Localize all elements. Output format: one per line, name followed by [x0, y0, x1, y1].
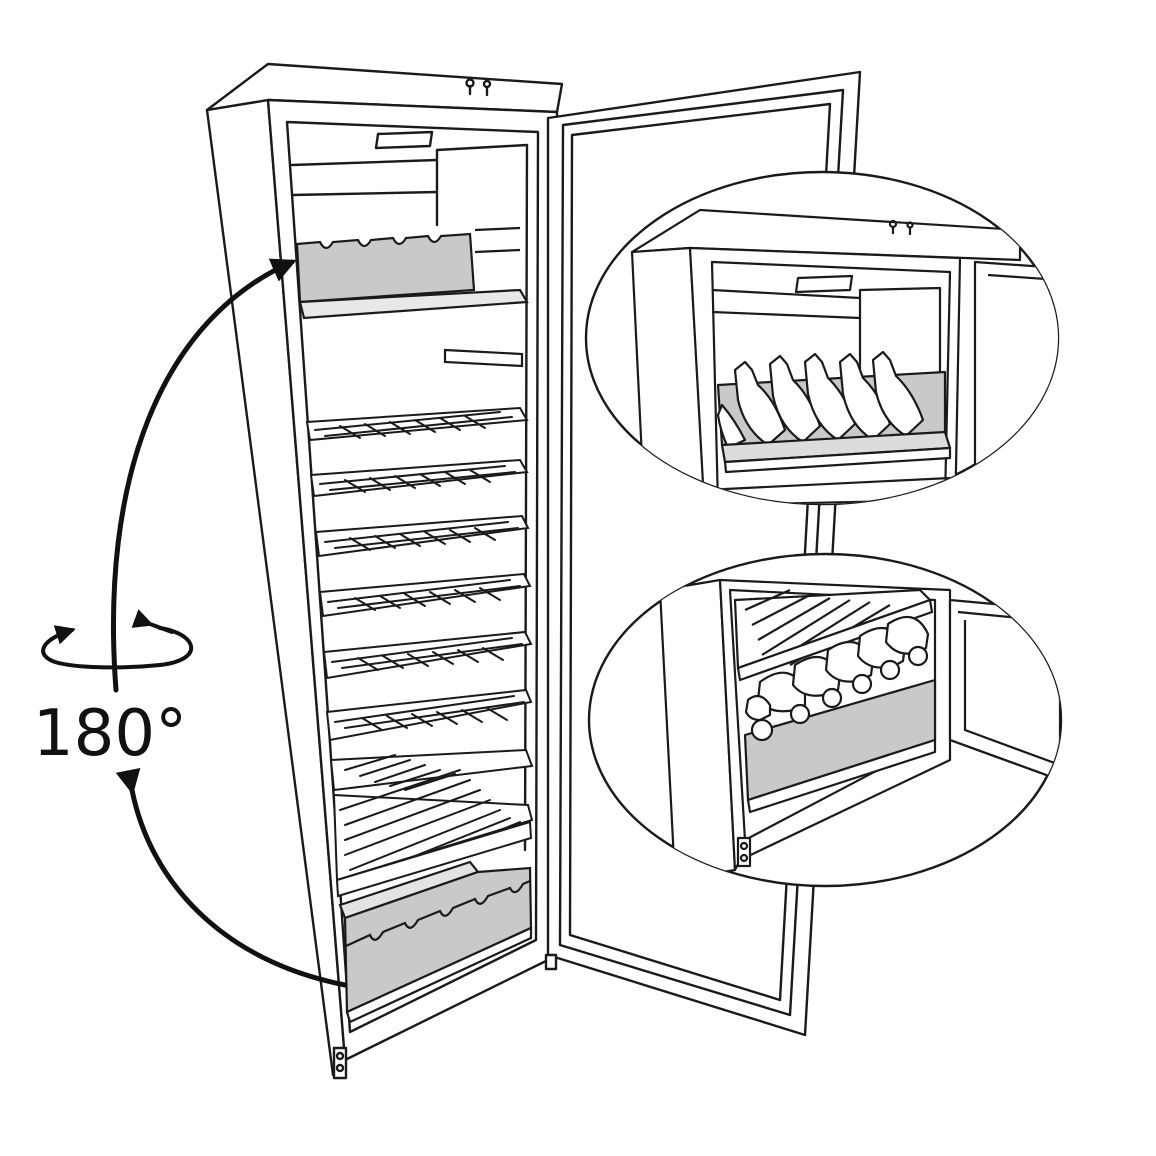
rotate-icon — [41, 609, 194, 670]
detail-view-top — [584, 170, 1060, 506]
wire-rack — [322, 630, 533, 680]
back-support-bar — [443, 348, 524, 368]
wire-rack — [314, 514, 530, 558]
interior-light — [374, 130, 434, 150]
door-hinge-icon — [544, 953, 558, 971]
wire-rack — [305, 406, 529, 442]
wire-rack — [329, 748, 534, 792]
wire-racks — [305, 406, 534, 898]
wire-rack — [309, 458, 529, 498]
rotation-angle-label: 180° — [33, 697, 187, 771]
thermostat-knobs — [465, 78, 492, 97]
bottles-upright — [744, 615, 930, 742]
bottom-bottle-shelf — [338, 860, 533, 1024]
detail-view-bottom — [587, 552, 1063, 888]
wire-rack — [318, 572, 532, 618]
bottles-lying — [716, 350, 925, 450]
rotation-arrow — [111, 258, 348, 988]
wire-rack — [332, 769, 534, 898]
top-bottle-shelf — [295, 226, 529, 320]
wire-rack — [325, 688, 533, 742]
